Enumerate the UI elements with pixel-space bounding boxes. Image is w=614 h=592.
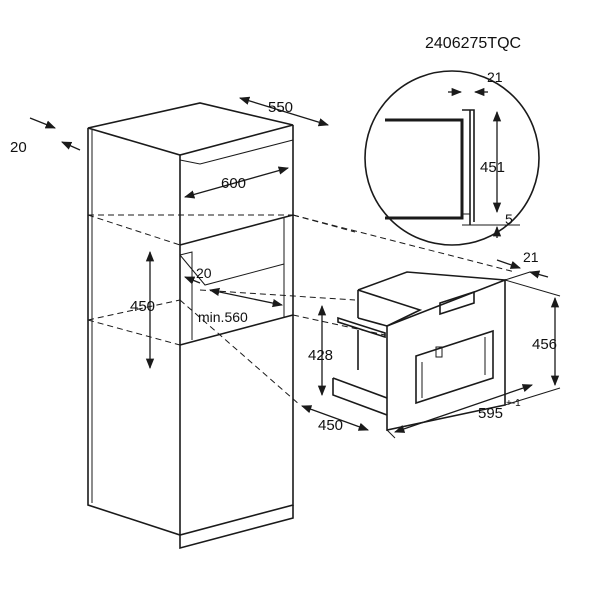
dim-cabinet-depth: 550 — [268, 99, 293, 116]
dim-appliance-width: 595 — [478, 405, 503, 422]
dim-appliance-frame-depth: 21 — [523, 249, 539, 265]
dim-detail-height: 451 — [480, 159, 505, 176]
dim-appliance-width-tolerance: +-1 — [506, 398, 521, 409]
dim-detail-top: 21 — [487, 69, 503, 85]
dim-cabinet-width: 600 — [221, 175, 246, 192]
dim-appliance-body-height: 428 — [308, 347, 333, 364]
dim-cabinet-side-offset: 20 — [10, 139, 27, 156]
dim-appliance-depth: 450 — [318, 417, 343, 434]
dim-niche-height: 450 — [130, 298, 155, 315]
cabinet-dimensions: 20 550 600 450 20 min.560 — [10, 96, 329, 370]
dim-niche-offset: 20 — [196, 265, 212, 281]
model-code: 2406275TQC — [425, 35, 521, 52]
kitchen-cabinet — [87, 102, 294, 550]
appliance-dimensions: 21 456 428 450 595 +-1 — [301, 249, 561, 439]
dim-appliance-height: 456 — [532, 336, 557, 353]
dim-detail-gap: 5 — [505, 211, 513, 227]
detail-view: 451 21 5 — [364, 69, 540, 246]
dim-niche-min-width: min.560 — [198, 309, 248, 325]
